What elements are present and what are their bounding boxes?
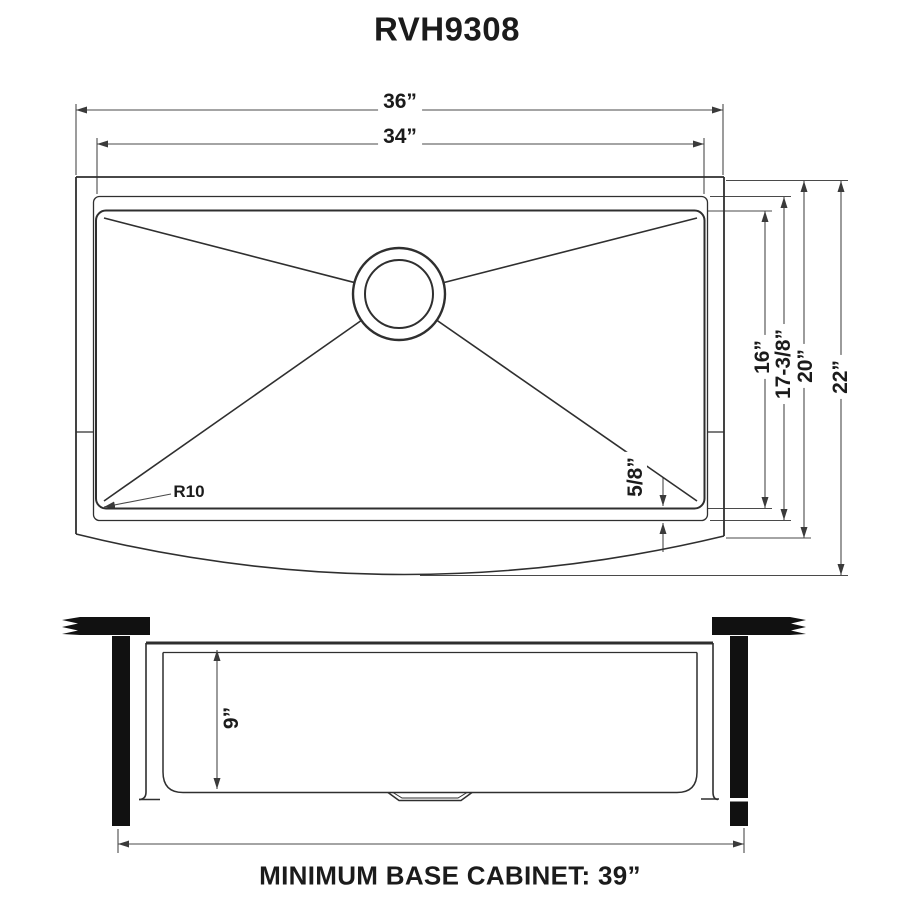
drain-bump-outer	[387, 791, 473, 802]
cabinet-side-right	[730, 636, 748, 826]
sink-outer-wall-right	[712, 643, 719, 801]
front-view-dimension-lines	[117, 650, 745, 853]
drain-inner-circle	[364, 259, 434, 329]
cabinet-side-left	[112, 636, 130, 826]
bowl-slope-lines	[103, 217, 698, 502]
slope-line-top-left	[103, 217, 400, 295]
radius-leader-line	[103, 493, 172, 509]
dim-label-rim-lip: 5/8”	[624, 452, 648, 502]
dim-label-rim-front-to-back: 20”	[794, 344, 818, 388]
corner-radius-label: R10	[173, 482, 205, 502]
top-view-outline	[75, 176, 725, 576]
slope-line-bottom-right	[398, 293, 698, 502]
front-view	[62, 617, 806, 853]
sink-elevation	[138, 641, 719, 802]
slope-line-top-right	[398, 217, 698, 295]
dim-label-overall-front-to-back: 22”	[829, 355, 853, 399]
model-number: RVH9308	[374, 10, 520, 48]
cabinet-side-right-break	[729, 798, 749, 802]
bowl-opening	[95, 209, 706, 510]
rim-inner-edge	[92, 195, 709, 522]
sink-outer-rim	[75, 176, 725, 536]
drain-bump-inner	[392, 792, 468, 799]
top-view-dimension-lines	[75, 104, 848, 577]
dim-label-bowl-depth: 9”	[220, 701, 244, 735]
slope-line-bottom-left	[103, 293, 400, 502]
sink-inner-bowl	[162, 652, 698, 794]
dim-label-cutout-front-to-back: 17-3/8”	[772, 323, 796, 405]
countertop-right	[712, 617, 806, 635]
dim-label-outer-width: 36”	[378, 90, 422, 114]
apron-curve	[75, 533, 725, 576]
sink-outer-wall-left	[138, 643, 147, 801]
base-cabinet-note: MINIMUM BASE CABINET: 39”	[259, 860, 641, 891]
countertop-left	[62, 617, 150, 635]
dim-label-bowl-front-to-back: 16”	[751, 335, 775, 379]
dim-label-inner-width: 34”	[378, 125, 422, 149]
